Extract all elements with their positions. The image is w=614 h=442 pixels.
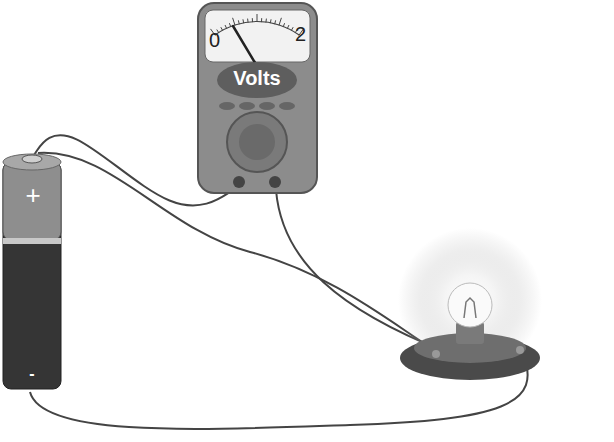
dial-scale — [215, 21, 300, 35]
dial-tick — [279, 18, 281, 26]
meter-body — [198, 3, 317, 193]
polarity-sign: + — [25, 182, 40, 208]
meter-unit: Volts — [233, 68, 280, 88]
dial-tick — [287, 25, 289, 29]
light-bulb — [398, 228, 542, 380]
meter-terminal — [233, 176, 245, 188]
dial-tick — [221, 27, 223, 31]
dial-tick — [283, 23, 284, 27]
selector-knob-center — [239, 124, 275, 160]
bulb-filament — [464, 298, 476, 318]
bulb-glass — [448, 283, 492, 327]
dial-tick — [261, 18, 262, 22]
dial-tick — [233, 18, 235, 26]
battery-cap — [3, 162, 61, 240]
wire — [38, 153, 438, 352]
dial-tick — [242, 19, 244, 23]
label-plate — [217, 62, 297, 98]
battery-body — [3, 162, 61, 389]
scale-number: 0 — [209, 30, 220, 50]
dial-tick — [252, 18, 253, 22]
bulb-terminal — [516, 346, 524, 354]
dial-tick — [229, 23, 230, 27]
dial-tick — [270, 19, 272, 23]
bulb-terminal — [432, 350, 440, 358]
battery-terminal — [22, 155, 42, 163]
polarity-sign: - — [29, 366, 34, 382]
dial-tick — [225, 25, 227, 29]
meter-button — [259, 102, 275, 110]
dial-window — [205, 10, 310, 62]
battery-top — [3, 154, 61, 170]
selector-knob — [227, 112, 287, 172]
meter-button — [239, 102, 255, 110]
dial-tick — [247, 19, 248, 23]
scale-number: 2 — [295, 24, 306, 44]
dial-tick — [265, 19, 266, 23]
bulb-glow — [398, 228, 542, 372]
wires — [30, 153, 528, 429]
dial-ticks — [211, 14, 304, 35]
dial-tick — [274, 20, 276, 24]
meter-button — [219, 102, 235, 110]
dial-tick — [257, 14, 258, 22]
needle — [233, 26, 257, 66]
battery: +- — [2, 152, 62, 390]
battery-band — [3, 238, 61, 244]
voltmeter: 0 2Volts — [197, 2, 318, 194]
meter-button — [279, 102, 295, 110]
dial-tick — [238, 20, 240, 24]
meter-terminal — [269, 176, 281, 188]
dial-tick — [291, 27, 293, 31]
